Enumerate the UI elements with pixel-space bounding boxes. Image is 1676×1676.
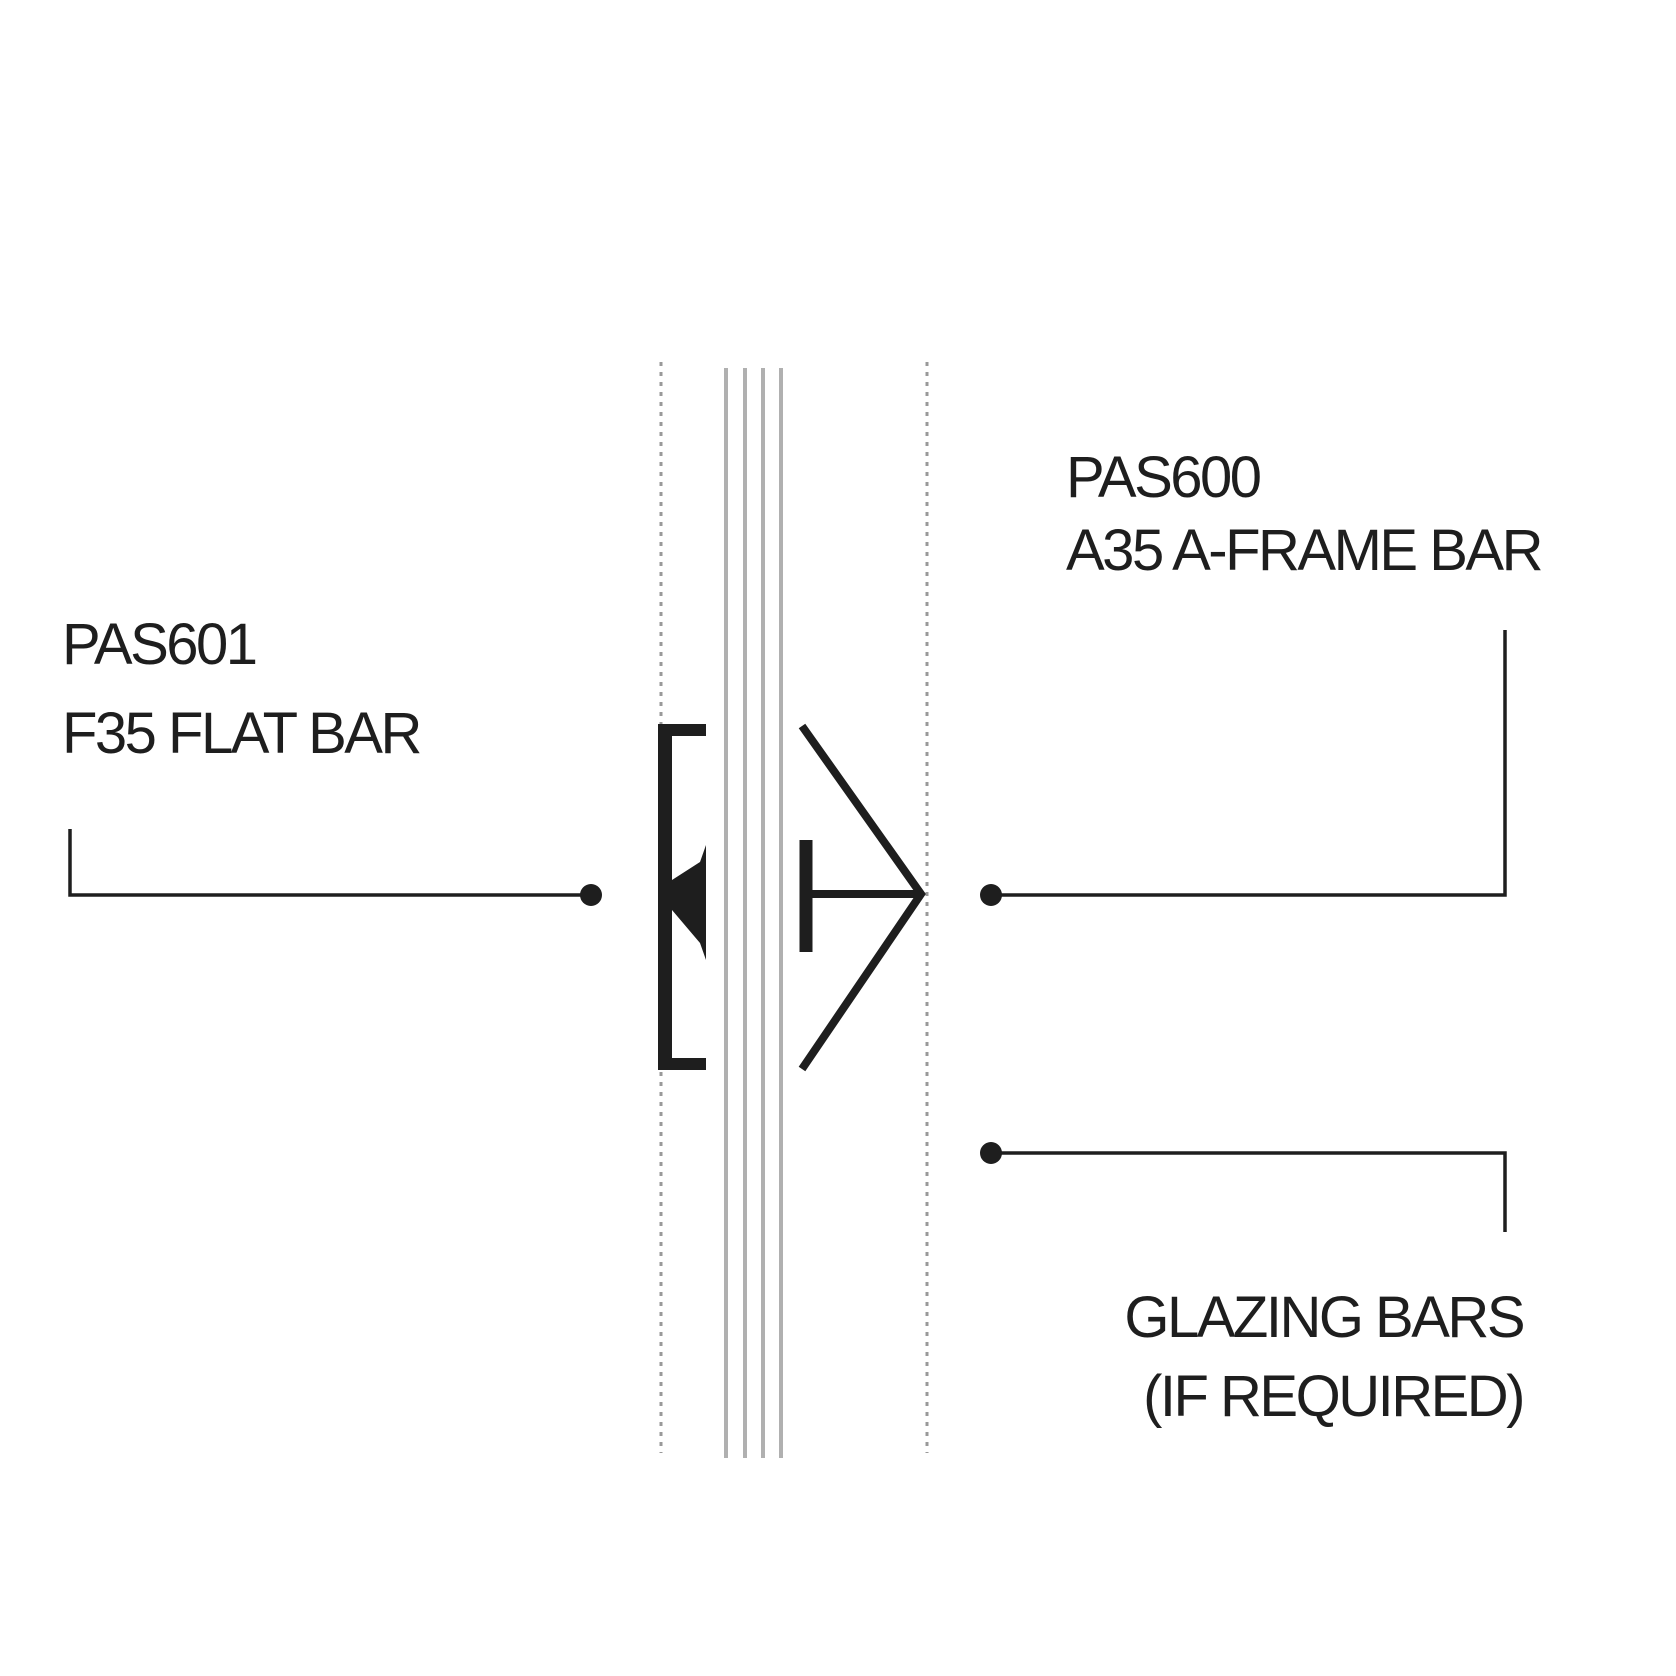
flat-bar-profile xyxy=(658,724,706,1070)
leader-flat-bar xyxy=(68,829,591,897)
label-flat-bar-code: PAS601 xyxy=(62,612,256,677)
leader-glazing-bars xyxy=(991,1151,1507,1232)
leader-dot-glazing-bars xyxy=(980,1142,1002,1164)
leader-dot-a-frame-bar xyxy=(980,884,1002,906)
label-a-frame-name: A35 A-FRAME BAR xyxy=(1066,518,1542,583)
leader-dot-flat-bar xyxy=(580,884,602,906)
leader-a-frame-bar xyxy=(991,630,1507,897)
label-a-frame-code: PAS600 xyxy=(1066,445,1260,510)
label-flat-bar-name: F35 FLAT BAR xyxy=(62,701,420,766)
a-frame-bar-profile xyxy=(798,723,926,1072)
glass-pane xyxy=(724,368,783,1458)
label-if-required: (IF REQUIRED) xyxy=(1143,1364,1523,1429)
label-glazing-bars: GLAZING BARS xyxy=(1124,1285,1523,1350)
